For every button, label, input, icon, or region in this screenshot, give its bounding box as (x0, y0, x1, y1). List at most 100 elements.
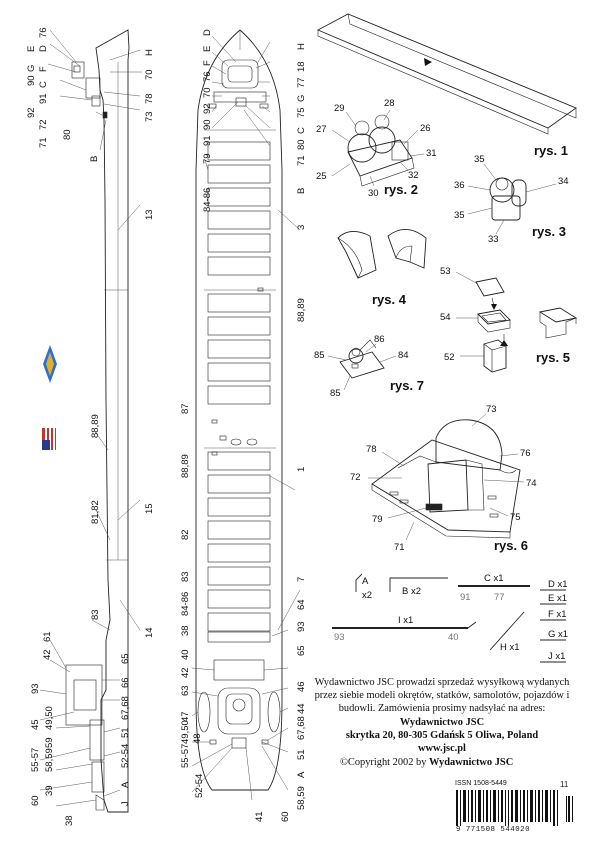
part-number: 35 (454, 210, 465, 221)
top-label: 63 (180, 685, 191, 696)
publisher-name: Wydawnictwo JSC (399, 716, 485, 728)
top-label: 55-57 (180, 744, 191, 768)
side-label: 90 (26, 75, 37, 86)
top-label: C (296, 127, 307, 134)
side-label: 45 (30, 719, 41, 730)
top-label: 48 (192, 733, 203, 744)
side-label: 49,50 (44, 706, 55, 730)
side-label: B (89, 156, 100, 162)
side-label: 13 (144, 209, 155, 220)
top-label: H (296, 43, 307, 50)
part-letter: F x1 (548, 609, 566, 620)
top-label: 88,89 (296, 298, 307, 322)
top-label: G (296, 95, 307, 102)
part-letter: H x1 (500, 642, 520, 653)
top-label: B (296, 188, 307, 194)
figure-rys-2: 29 28 27 26 31 25 30 32 rys. 2 (316, 98, 437, 199)
barcode (456, 790, 573, 826)
figure-title: rys. 1 (534, 143, 568, 158)
part-number: 73 (486, 404, 497, 415)
barcode-number: 9 771508 544020 (456, 826, 566, 834)
part-note: 40 (448, 632, 459, 643)
side-label: 91 (38, 93, 49, 104)
part-number: 25 (316, 171, 327, 182)
part-note: 91 (460, 592, 471, 603)
side-label: 14 (144, 627, 155, 638)
publisher-website[interactable]: www.jsc.pl (418, 743, 466, 755)
side-label: 60 (30, 795, 41, 806)
part-number: 32 (408, 170, 419, 181)
side-label: 67,68 (120, 696, 131, 720)
part-number: 84 (398, 350, 409, 361)
part-letter: D x1 (548, 579, 568, 590)
top-label: E (202, 46, 213, 52)
side-label: A (120, 781, 131, 788)
top-label: 83 (180, 571, 191, 582)
part-note: 77 (494, 592, 505, 603)
top-label: 75 (296, 107, 307, 118)
part-letter: B x2 (402, 586, 421, 597)
side-label: 93 (30, 683, 41, 694)
top-label: 65 (296, 645, 307, 656)
top-label: A (296, 771, 307, 778)
figure-title: rys. 4 (372, 292, 407, 307)
top-label: 90 (202, 119, 213, 130)
copyright: ©Copyright 2002 by Wydawnictwo JSC (340, 757, 580, 768)
side-label: 65 (120, 653, 131, 664)
part-number: 54 (440, 312, 451, 323)
top-label: 1 (296, 467, 307, 472)
top-label: 71 (296, 155, 307, 166)
side-label: 81,82 (90, 500, 101, 524)
top-label: 84-86 (180, 592, 191, 616)
top-label: 93 (296, 621, 307, 632)
side-label: G (26, 65, 37, 72)
top-label: 79 (202, 153, 213, 164)
figure-title: rys. 7 (390, 378, 424, 393)
side-label: F (38, 66, 49, 72)
part-number: 27 (316, 124, 327, 135)
part-number: 76 (520, 448, 531, 459)
figure-title: rys. 2 (384, 182, 418, 197)
part-number: 71 (394, 542, 405, 553)
figure-title: rys. 5 (536, 350, 570, 365)
side-label: 72 (38, 119, 49, 130)
side-label: C (38, 81, 49, 88)
part-number: 31 (426, 148, 437, 159)
side-label: 42 (42, 649, 53, 660)
issue-code: 11 (560, 780, 569, 789)
part-number: 85 (314, 350, 325, 361)
part-number: 85 (330, 388, 341, 399)
publisher-line: budowli. Zamówienia prosimy nadsyłać na … (338, 703, 546, 715)
figure-rys-7: 86 85 84 85 rys. 7 (314, 334, 424, 399)
part-note: 93 (334, 632, 345, 643)
side-label: 51 (120, 727, 131, 738)
figure-rys-1: rys. 1 (316, 13, 577, 158)
side-label: 52-54 (120, 744, 131, 768)
part-count: x2 (362, 590, 372, 601)
publisher-info: Wydawnictwo JSC prowadzi sprzedaż wysyłk… (292, 676, 592, 755)
part-number: 33 (488, 234, 499, 245)
top-label: 7 (296, 577, 307, 582)
part-letter: C x1 (484, 573, 504, 584)
copyright-text: ©Copyright 2002 by (340, 757, 427, 768)
top-label: 80 (296, 139, 307, 150)
part-number: 36 (454, 180, 465, 191)
copyright-owner: Wydawnictwo JSC (429, 757, 514, 768)
side-label: 78 (144, 93, 155, 104)
top-label: 51 (296, 749, 307, 760)
top-label: 58,59 (296, 786, 307, 810)
top-label: 91 (202, 135, 213, 146)
side-label: 39 (44, 785, 55, 796)
top-label: 42 (180, 667, 191, 678)
figure-rys-4: rys. 4 (337, 229, 427, 307)
top-label: 64 (296, 599, 307, 610)
side-label: 71 (38, 137, 49, 148)
top-view: D E F 76 70 92 90 91 H 18 77 G 75 C 80 7… (180, 29, 307, 822)
top-label: 3 (296, 225, 307, 230)
top-label: 82 (180, 529, 191, 540)
side-label: E (26, 46, 37, 52)
top-label: 41 (254, 811, 265, 822)
part-number: 79 (372, 514, 383, 525)
top-label: 52-54 (194, 774, 205, 798)
part-letter: A (362, 576, 369, 587)
